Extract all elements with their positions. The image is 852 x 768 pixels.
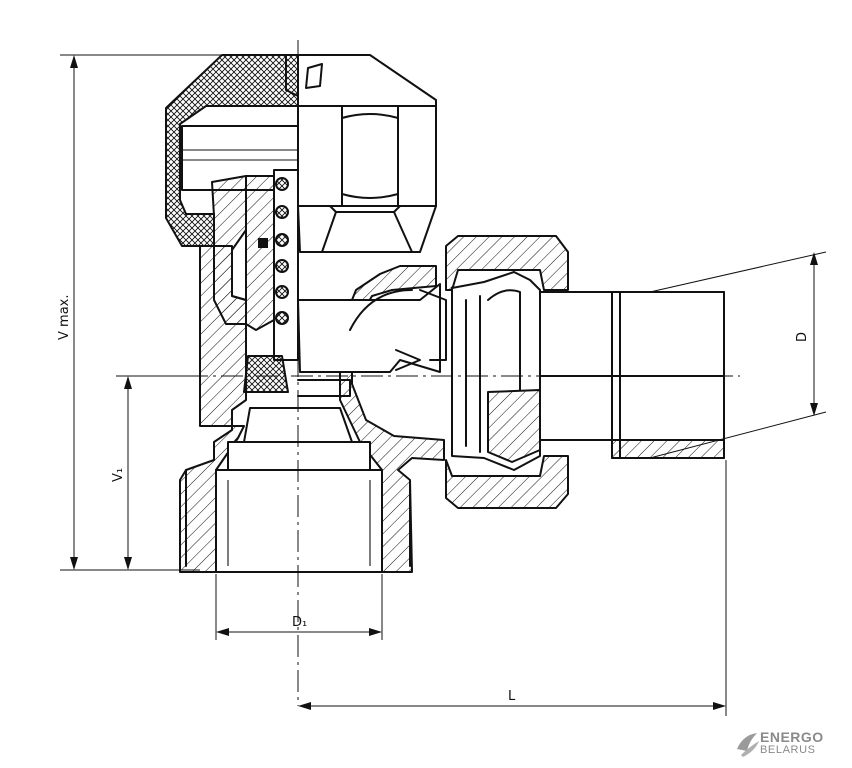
dimension-lines [60,54,827,716]
dim-label-v1: V₁ [111,468,126,482]
dim-label-d: D [795,332,810,342]
logo-text-belarus: BELARUS [760,744,816,756]
energo-logo-icon [737,733,759,757]
valve-body [179,245,445,573]
dim-label-vmax: V max. [57,295,72,340]
head-cap-exterior [297,105,437,253]
dim-label-l: L [508,689,516,704]
center-lines [186,40,740,706]
tailpiece [539,291,725,459]
union-nut-section [419,235,569,509]
logo-text-energo: ENERGO [760,729,824,745]
dim-label-d1: D₁ [292,615,307,630]
